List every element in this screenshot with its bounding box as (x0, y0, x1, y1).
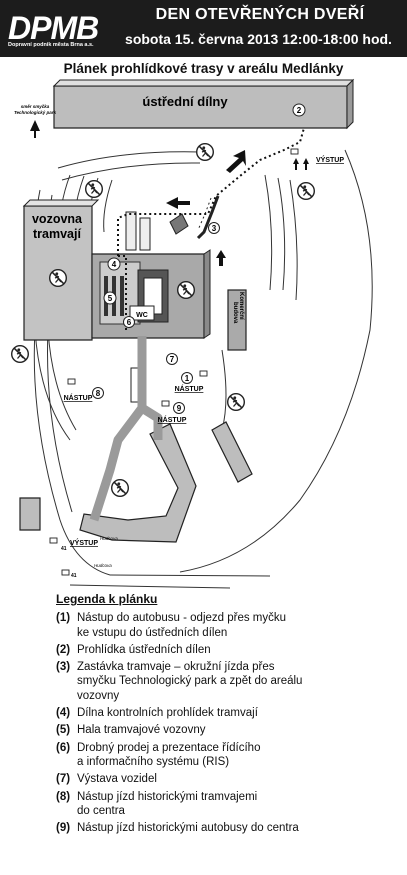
svg-text:DPMB: DPMB (8, 10, 98, 46)
marker-2: 2 (292, 103, 306, 117)
svg-text:4: 4 (112, 260, 117, 269)
exit-label-1: VÝSTUP (316, 155, 344, 164)
svg-text:7: 7 (170, 355, 175, 364)
tour-route (117, 127, 305, 256)
legend-item-number: (8) (56, 790, 71, 803)
legend-item-number: (7) (56, 773, 71, 786)
bus-garage-building (79, 423, 197, 543)
legend-title: Legenda k plánku (56, 592, 158, 606)
small-building-west (19, 497, 41, 531)
stop-label-8: NÁSTUP (64, 393, 93, 402)
legend-item-text: Nástup jízd historickými autobusy do cen… (77, 822, 299, 835)
exit-label-2: VÝSTUP (70, 538, 98, 547)
legend-item-text: Nástup do autobusu - odjezd přes myčku k… (77, 612, 287, 639)
bus-stop-sign-icon (49, 148, 299, 576)
commercial-building-label-1: Komerční (238, 292, 244, 320)
marker-6: 6 (123, 316, 135, 328)
legend-item-number: (2) (56, 643, 71, 656)
legend-item-number: (3) (56, 661, 71, 674)
legend-item: (9) Nástup jízd historickými autobusy do … (56, 821, 401, 835)
legend-item-text: Dílna kontrolních prohlídek tramvají (77, 707, 258, 720)
marker-4: 4 (107, 257, 121, 271)
map-title: Plánek prohlídkové trasy v areálu Medlán… (63, 61, 344, 76)
legend-item-number: (5) (56, 724, 71, 737)
depot-label-line2: tramvají (33, 227, 81, 241)
event-title: DEN OTEVŘENÝCH DVEŘÍ (155, 6, 365, 23)
svg-text:9: 9 (177, 404, 182, 413)
small-building-east (211, 421, 253, 483)
marker-3: 3 (208, 222, 220, 234)
svg-text:6: 6 (127, 318, 132, 327)
legend-item: (3) Zastávka tramvaje – okružní jízda pře… (56, 660, 401, 703)
marker-8: 8 (92, 387, 104, 399)
svg-text:8: 8 (96, 389, 101, 398)
legend-item: (1) Nástup do autobusu - odjezd přes myčk… (56, 611, 401, 640)
walkway (89, 336, 163, 522)
legend-item-text: Nástup jízd historickými tramvajemi do c… (77, 790, 258, 817)
legend-item-text: Hala tramvajové vozovny (77, 724, 206, 737)
event-date: sobota 15. června 2013 12:00-18:00 hod. (125, 31, 392, 47)
legend-item-number: (1) (56, 612, 71, 625)
stop-sign-number-1: 41 (61, 546, 67, 552)
commercial-building (227, 289, 247, 351)
legend-item: (6) Drobný prodej a prezentace řídícího a… (56, 741, 401, 770)
depot-label-line1: vozovna (32, 212, 83, 226)
legend-item-text: Výstava vozidel (77, 773, 157, 786)
logo-subtitle: Dopravní podnik města Brna a.s. (8, 42, 94, 48)
stop-label-1: NÁSTUP (175, 384, 204, 393)
stop-label-9: NÁSTUP (158, 415, 187, 424)
header-banner: DPMB Dopravní podnik města Brna a.s. DEN… (0, 0, 407, 57)
legend-item: (7) Výstava vozidel (56, 772, 401, 786)
street-label-hudcova-2: Hudcova (94, 563, 112, 568)
legend-item: (4) Dílna kontrolních prohlídek tramvají (56, 706, 401, 720)
arrow-icon (30, 120, 309, 266)
svg-text:3: 3 (212, 224, 217, 233)
dpmb-logo: DPMB (6, 10, 104, 46)
legend-item-number: (4) (56, 707, 71, 720)
legend-item: (8) Nástup jízd historickými tramvajemi d… (56, 790, 401, 819)
svg-text:1: 1 (185, 374, 190, 383)
legend-item-text: Zastávka tramvaje – okružní jízda přes s… (77, 661, 303, 702)
marker-1: 1 (181, 372, 193, 384)
legend-item-number: (9) (56, 822, 71, 835)
map-markers: 1 2 3 4 5 6 7 8 9 (92, 103, 306, 414)
site-map: ústřední dílny WC vozovna tramvají Komer… (10, 78, 373, 589)
direction-label-line2: Technologický park (14, 110, 57, 115)
marker-5: 5 (103, 291, 117, 305)
svg-text:2: 2 (297, 106, 302, 115)
direction-label-line1: směr smyčka (21, 104, 50, 109)
commercial-building-label-2: budova (232, 302, 238, 324)
svg-text:5: 5 (108, 294, 113, 303)
wc-label: WC (136, 312, 148, 319)
legend-item: (5) Hala tramvajové vozovny (56, 723, 401, 737)
street-label-hudcova-1: Hudcova (100, 536, 118, 541)
central-workshops-label: ústřední dílny (142, 94, 228, 109)
legend-item-text: Prohlídka ústředních dílen (77, 643, 211, 656)
marker-7: 7 (166, 353, 178, 365)
marker-9: 9 (173, 402, 185, 414)
stop-sign-number-2: 41 (71, 573, 77, 579)
legend-item-number: (6) (56, 741, 71, 754)
map-legend: Legenda k plánku (1) Nástup do autobusu -… (56, 592, 401, 838)
legend-item-text: Drobný prodej a prezentace řídícího a in… (77, 741, 261, 768)
legend-item: (2) Prohlídka ústředních dílen (56, 643, 401, 657)
